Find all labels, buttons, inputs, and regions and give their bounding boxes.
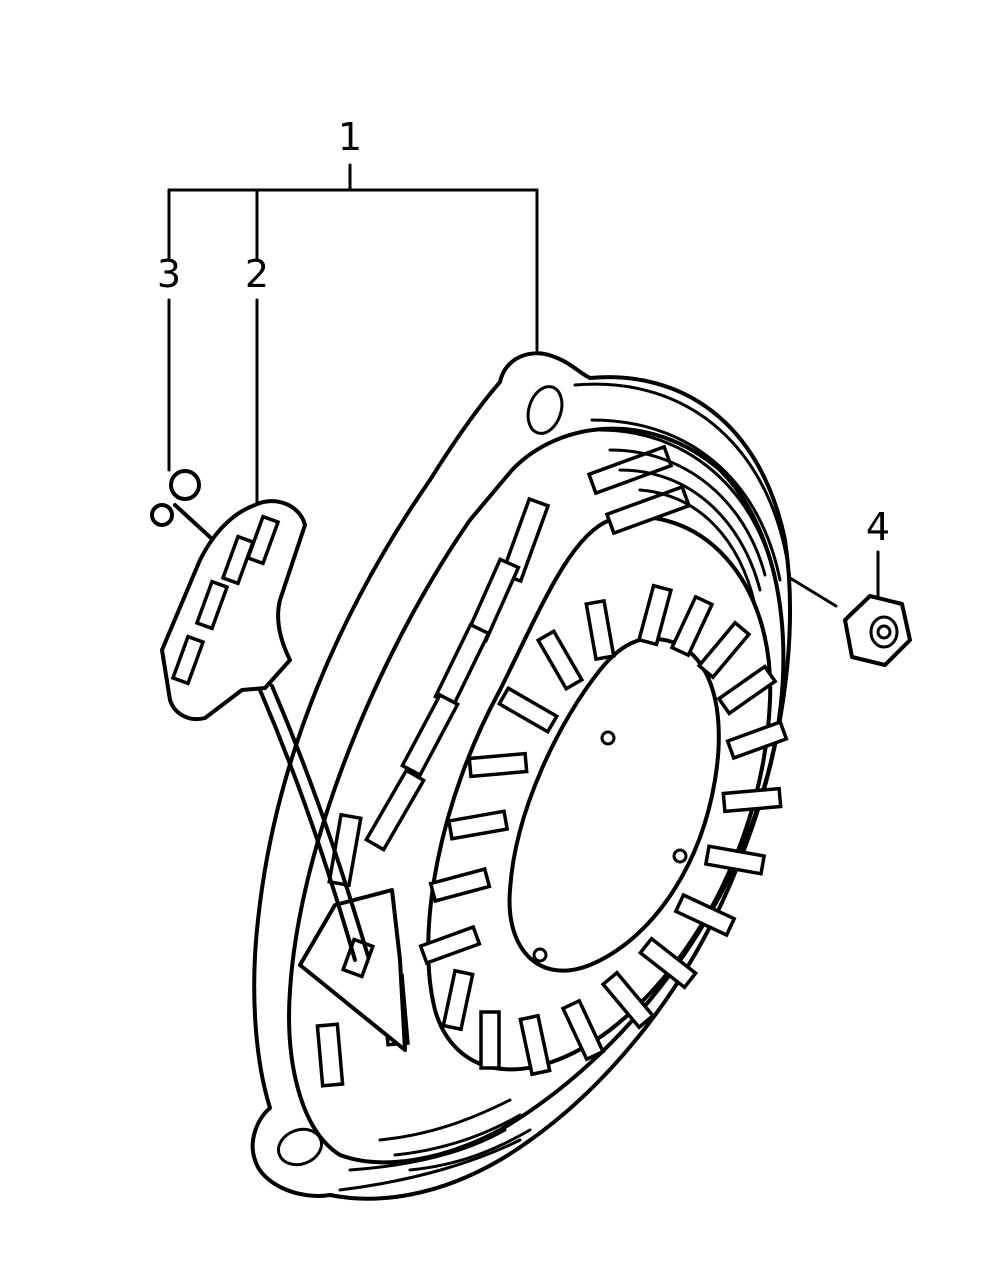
callout-4: 4 xyxy=(866,505,890,549)
side-ribs-top xyxy=(598,428,772,607)
starter-housing xyxy=(250,351,792,1201)
starter-grip xyxy=(160,499,307,721)
side-ribs-bottom xyxy=(378,1098,532,1172)
top-mount-hole xyxy=(526,385,564,435)
flange-nut xyxy=(843,594,912,667)
disc-hole-2 xyxy=(672,848,688,864)
vent-slots xyxy=(418,583,789,1077)
leader-lines xyxy=(167,163,880,608)
callout-1: 1 xyxy=(338,115,362,159)
disc-hole-1 xyxy=(600,730,616,746)
disc-hole-3 xyxy=(532,947,548,963)
rope-knot xyxy=(169,469,201,501)
